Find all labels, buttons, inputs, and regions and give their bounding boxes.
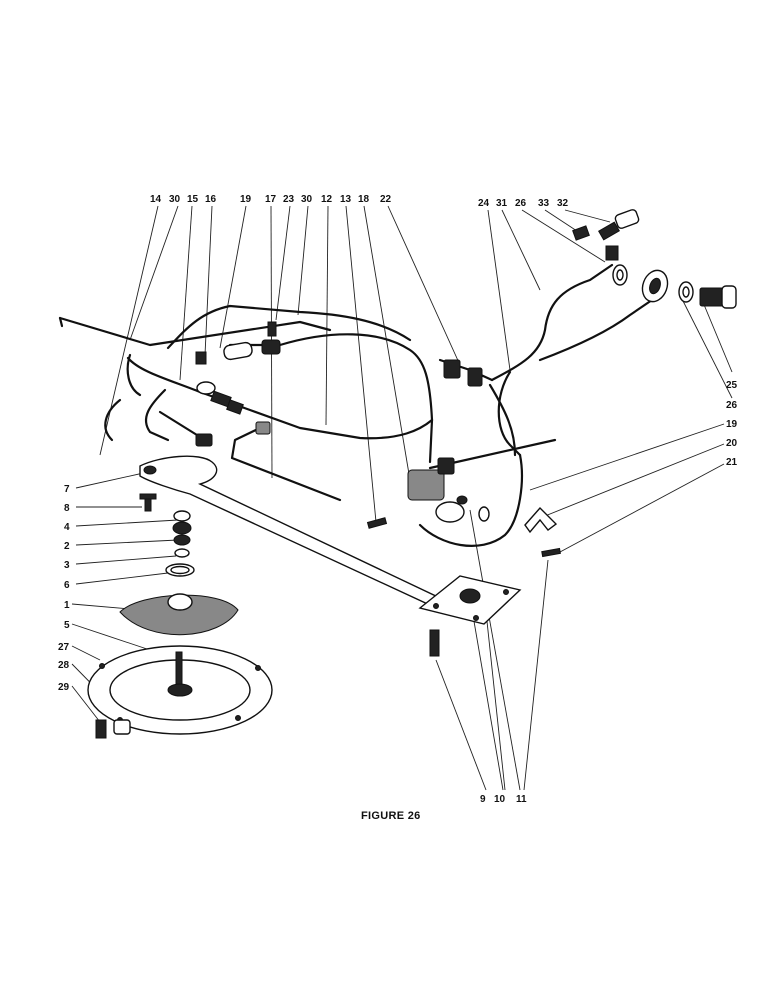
callout-22: 22	[380, 194, 392, 205]
callout-31: 31	[496, 198, 508, 209]
callout-19: 19	[240, 194, 252, 205]
callout-32: 32	[557, 198, 569, 209]
callout-11: 11	[516, 794, 527, 805]
callout-2: 2	[64, 541, 70, 552]
callout-30: 30	[301, 194, 313, 205]
callout-21: 21	[726, 457, 738, 468]
callout-23: 23	[283, 194, 295, 205]
callout-19: 19	[726, 419, 738, 430]
callout-27: 27	[58, 642, 70, 653]
callout-14: 14	[150, 194, 162, 205]
callout-9: 9	[480, 794, 486, 805]
pipework	[58, 263, 654, 547]
leader-lines	[71, 205, 733, 791]
arm-assembly	[139, 455, 522, 657]
callout-6: 6	[64, 580, 70, 591]
callout-28: 28	[58, 660, 70, 671]
callout-5: 5	[64, 620, 70, 631]
callout-18: 18	[358, 194, 370, 205]
callout-25: 25	[726, 380, 738, 391]
figure-caption: FIGURE 26	[361, 810, 421, 822]
callout-15: 15	[187, 194, 199, 205]
callout-8: 8	[64, 503, 70, 514]
diaphragm-stack	[87, 493, 273, 739]
callout-13: 13	[340, 194, 352, 205]
callout-12: 12	[321, 194, 333, 205]
callout-26: 26	[726, 400, 738, 411]
callout-10: 10	[494, 794, 506, 805]
callout-7: 7	[64, 484, 70, 495]
callout-3: 3	[64, 560, 70, 571]
callout-17: 17	[265, 194, 277, 205]
fittings	[195, 209, 737, 558]
callout-30: 30	[169, 194, 181, 205]
callout-labels: 14 30 15 16 19 17 23 30 12 13 18 22 24 3…	[58, 194, 738, 805]
callout-4: 4	[64, 522, 70, 533]
callout-1: 1	[64, 600, 70, 611]
callout-29: 29	[58, 682, 70, 693]
callout-26: 26	[515, 198, 527, 209]
callout-16: 16	[205, 194, 217, 205]
callout-33: 33	[538, 198, 550, 209]
callout-24: 24	[478, 198, 490, 209]
callout-20: 20	[726, 438, 738, 449]
